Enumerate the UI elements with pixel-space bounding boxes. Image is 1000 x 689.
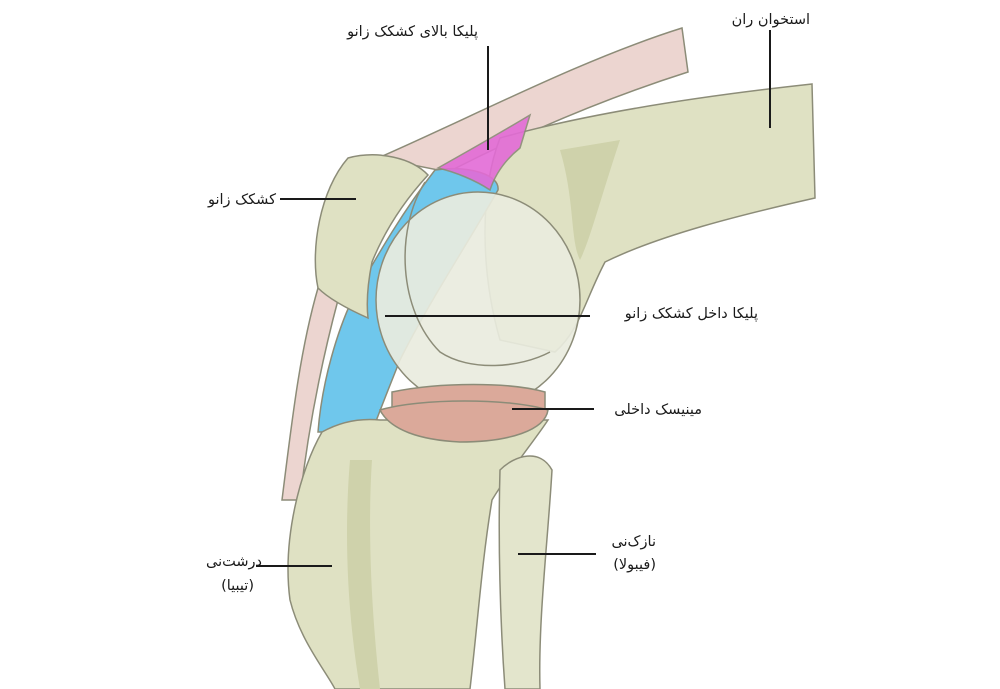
tibia-shadow — [347, 460, 380, 689]
label-fibula-latin: (فیبولا) — [613, 557, 656, 573]
label-femur: استخوان ران — [732, 12, 810, 28]
femoral-condyle — [375, 191, 581, 409]
fibula-bone — [498, 455, 553, 689]
suprapatellar-pouch — [435, 113, 532, 192]
tibial-plateau — [378, 400, 549, 443]
condyle-inner-curve — [404, 181, 551, 367]
label-suprapatellar-plica: پلیکا بالای کشکک زانو — [346, 24, 478, 40]
label-medial-meniscus: مینیسک داخلی — [614, 402, 702, 418]
label-medial-plica: پلیکا داخل کشکک زانو — [624, 306, 758, 322]
patella-bone — [314, 154, 430, 320]
label-fibula: نازک‌نی — [611, 534, 656, 550]
label-tibia: درشت‌نی — [206, 554, 262, 570]
label-tibia-latin: (تیبیا) — [221, 578, 254, 594]
label-patella: کشکک زانو — [207, 192, 276, 208]
femur-shadow — [560, 140, 620, 260]
